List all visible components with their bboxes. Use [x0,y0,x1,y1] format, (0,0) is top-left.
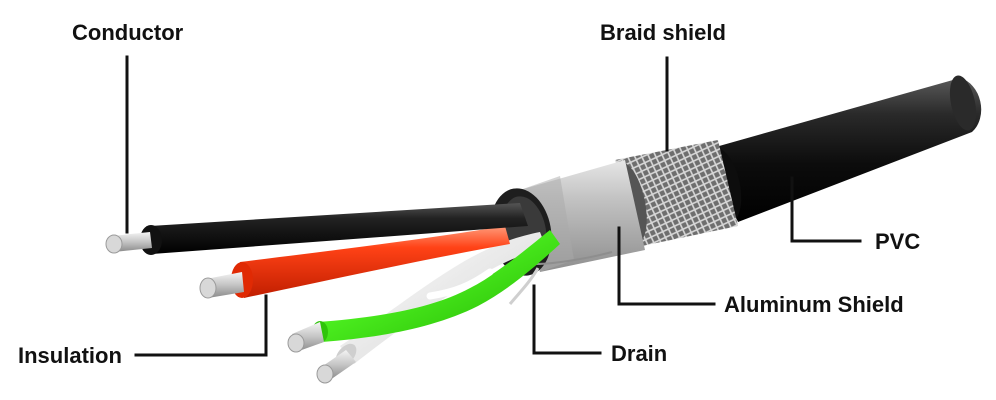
callout-labels: Conductor Braid shield PVC Aluminum Shie… [18,20,920,368]
black-wire [105,203,528,255]
label-braid-shield: Braid shield [600,20,726,45]
red-wire [199,226,510,299]
leader-lines [125,55,862,357]
label-drain: Drain [611,341,667,366]
leader-pvc [790,176,862,243]
label-insulation: Insulation [18,343,122,368]
leader-aluminum-shield [617,226,716,306]
label-pvc: PVC [875,229,920,254]
green-wire [287,230,560,353]
label-aluminum-shield: Aluminum Shield [724,292,904,317]
drain-wire [508,251,613,305]
leader-insulation [134,294,268,357]
label-conductor: Conductor [72,20,184,45]
leader-drain [532,284,602,355]
pvc-jacket [698,75,982,226]
